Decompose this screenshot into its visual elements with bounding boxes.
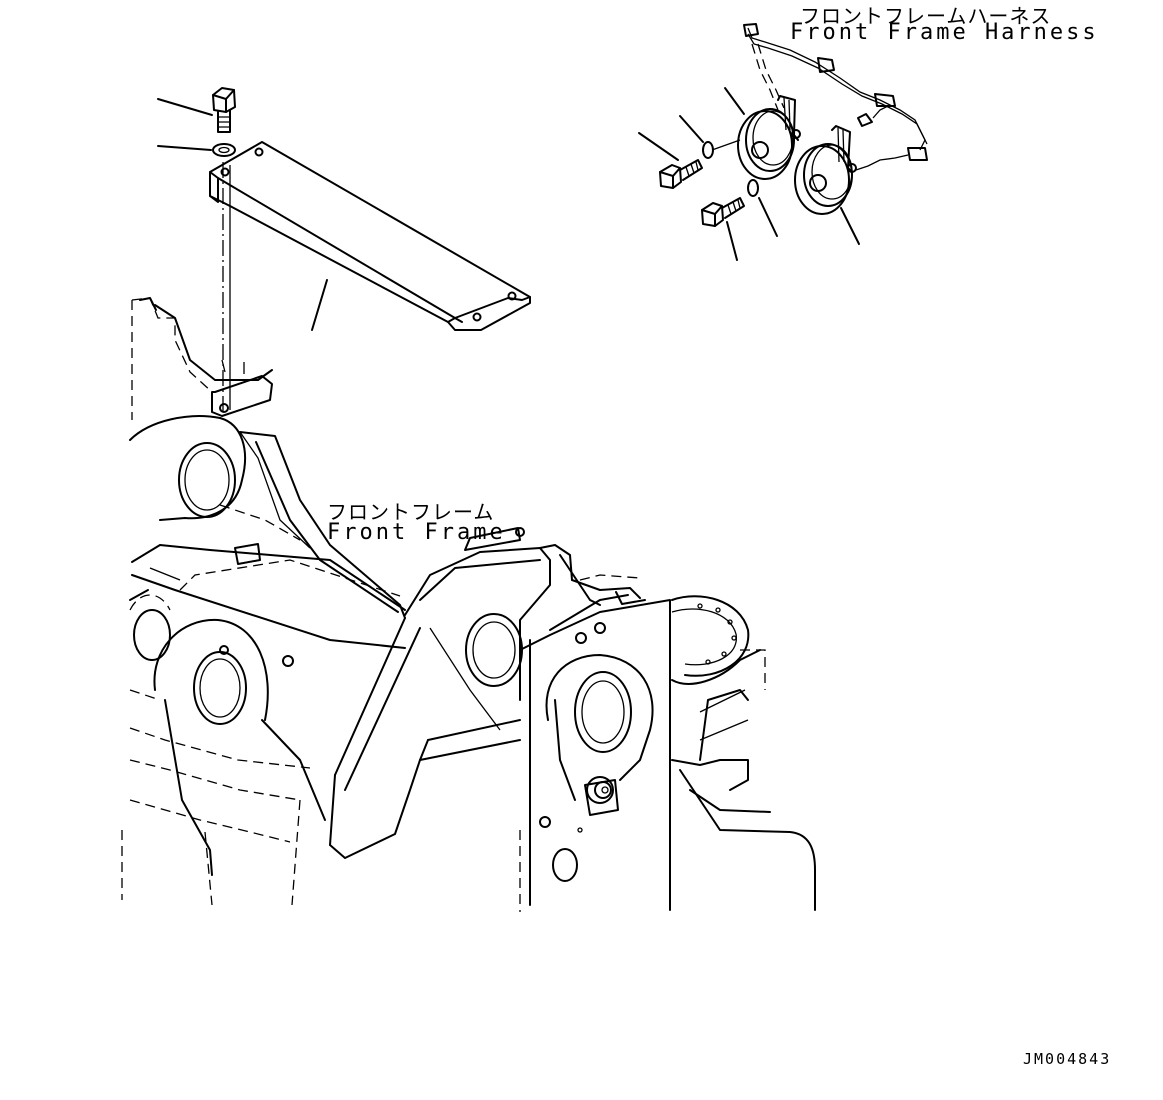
- harness-label-en: Front Frame Harness: [790, 20, 1099, 45]
- harness-drawing: [743, 23, 928, 171]
- drawing-reference-number: JM004843: [1023, 1050, 1112, 1068]
- cover-bolt-drawing: [157, 87, 236, 413]
- harness-label-jp: フロントフレームハーネス: [800, 4, 1052, 28]
- horn-assembly-drawing: [638, 87, 860, 261]
- frame-label-jp: フロントフレーム: [327, 500, 495, 524]
- cover-plate-drawing: [209, 141, 531, 331]
- front-frame-drawing: [121, 297, 816, 912]
- frame-label-en: Front Frame: [327, 520, 506, 545]
